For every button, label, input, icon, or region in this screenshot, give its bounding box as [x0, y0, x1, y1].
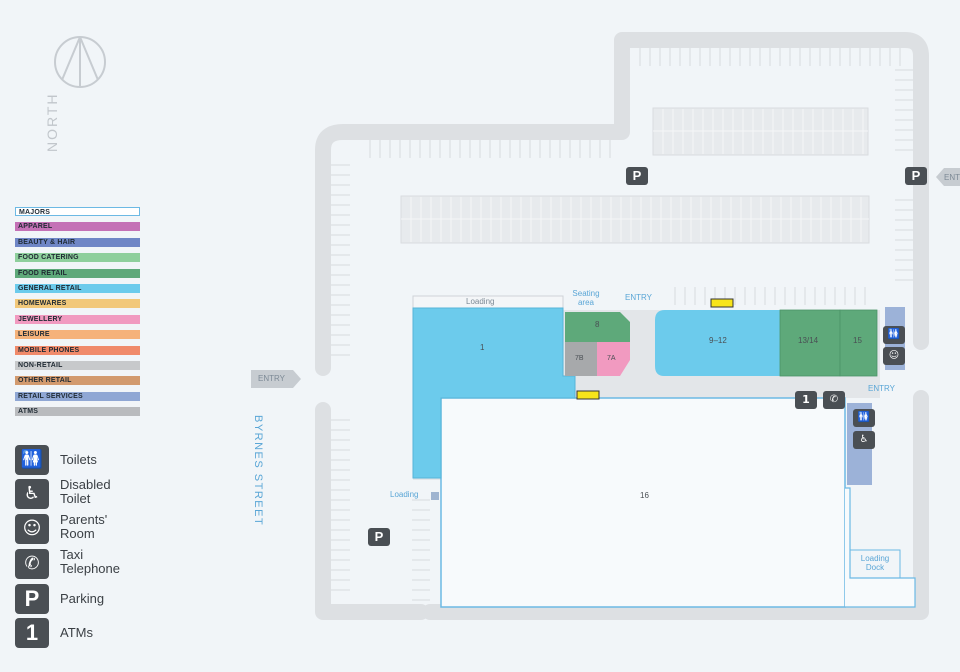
- legend-key-label: Parking: [60, 591, 105, 606]
- legend-category-retail-services: RETAIL SERVICES: [15, 391, 140, 401]
- north-compass: [54, 36, 106, 88]
- shop-7b[interactable]: [565, 342, 597, 376]
- parents-room-icon: ☺: [883, 347, 905, 365]
- compass-label: NORTH: [44, 92, 60, 152]
- taxi-telephone-icon: ✆: [15, 549, 49, 579]
- atm-icon: 1: [795, 391, 817, 409]
- entry-label-east: ENTRY: [868, 384, 895, 393]
- loading-dock-area: [849, 549, 901, 579]
- shop-16[interactable]: [440, 397, 846, 608]
- shop-label-9-12: 9–12: [709, 336, 727, 345]
- loading-top-label: Loading: [466, 297, 495, 306]
- entry-arrow-west: [251, 370, 301, 388]
- shop-16-annex: [845, 487, 916, 608]
- legend-category-other-retail: OTHER RETAIL: [15, 376, 140, 386]
- shop-7a[interactable]: [597, 342, 630, 376]
- wheelchair-icon: ♿: [853, 431, 875, 449]
- parents-room-icon: ☺: [15, 514, 49, 544]
- atm-marker-north[interactable]: [710, 298, 734, 308]
- shop-label-8: 8: [595, 320, 600, 329]
- legend-category-apparel: APPAREL: [15, 222, 140, 232]
- parking-icon: P: [15, 584, 49, 614]
- car-park-roads: [315, 32, 929, 620]
- entry-label-north: ENTRY: [625, 293, 652, 302]
- entry-arrow-east: [936, 168, 960, 186]
- legend-key-label: Taxi Telephone: [60, 547, 120, 576]
- shop-15[interactable]: [839, 309, 878, 377]
- legend-category-homewares: HOMEWARES: [15, 299, 140, 309]
- legend-category-mobile-phones: MOBILE PHONES: [15, 345, 140, 355]
- parking-icon-east: P: [905, 167, 927, 185]
- shop-8[interactable]: [565, 312, 630, 342]
- edge-stall-lines: [331, 48, 913, 601]
- legend-category-majors: MAJORS: [15, 207, 140, 216]
- shop-label-13-14: 13/14: [798, 336, 819, 345]
- entry-label-east-edge: ENTRY: [944, 173, 960, 182]
- atm-marker-walkway[interactable]: [576, 390, 600, 400]
- shop-9-12[interactable]: [655, 310, 780, 376]
- parking-icon-south: P: [368, 528, 390, 546]
- shop-label-7a: 7A: [607, 355, 616, 362]
- legend-category-leisure: LEISURE: [15, 330, 140, 340]
- shop-label-1: 1: [480, 343, 485, 352]
- shop-13-14[interactable]: [779, 309, 841, 377]
- loading-left-label: Loading: [390, 490, 419, 499]
- atm-icon: 1: [15, 618, 49, 648]
- entry-label-west: ENTRY: [258, 374, 285, 383]
- legend-category-non-retail: NON-RETAIL: [15, 361, 140, 370]
- toilets-icon: 🚻: [853, 409, 875, 427]
- legend-category-general-retail: GENERAL RETAIL: [15, 284, 140, 293]
- wheelchair-icon: ♿: [15, 479, 49, 509]
- seating-area-label: Seating area: [572, 289, 600, 307]
- parking-icon-north: P: [626, 167, 648, 185]
- shop-1[interactable]: [412, 307, 576, 479]
- stall-lines: [401, 109, 869, 242]
- legend-category-jewellery: JEWELLERY: [15, 314, 140, 324]
- shop-label-16: 16: [640, 491, 649, 500]
- legend-key-label: ATMs: [60, 625, 93, 640]
- legend-key-label: Parents' Room: [60, 512, 108, 541]
- legend-key-label: Disabled Toilet: [60, 477, 111, 506]
- legend-category-food-retail: FOOD RETAIL: [15, 268, 140, 278]
- loading-dock-label: Loading Dock: [860, 554, 890, 572]
- loading-left-marker: [431, 492, 439, 500]
- shop-label-7b: 7B: [575, 355, 584, 362]
- legend-key-label: Toilets: [60, 452, 97, 467]
- legend-category-food-catering: FOOD CATERING: [15, 253, 140, 263]
- shop-label-15: 15: [853, 336, 862, 345]
- toilets-icon: 🚻: [883, 326, 905, 344]
- toilets-icon: 🚻: [15, 445, 49, 475]
- legend-category-beauty-hair: BEAUTY & HAIR: [15, 237, 140, 247]
- taxi-telephone-icon: ✆: [823, 391, 845, 409]
- street-label: BYRNES STREET: [252, 415, 264, 527]
- legend-category-atms: ATMS: [15, 407, 140, 417]
